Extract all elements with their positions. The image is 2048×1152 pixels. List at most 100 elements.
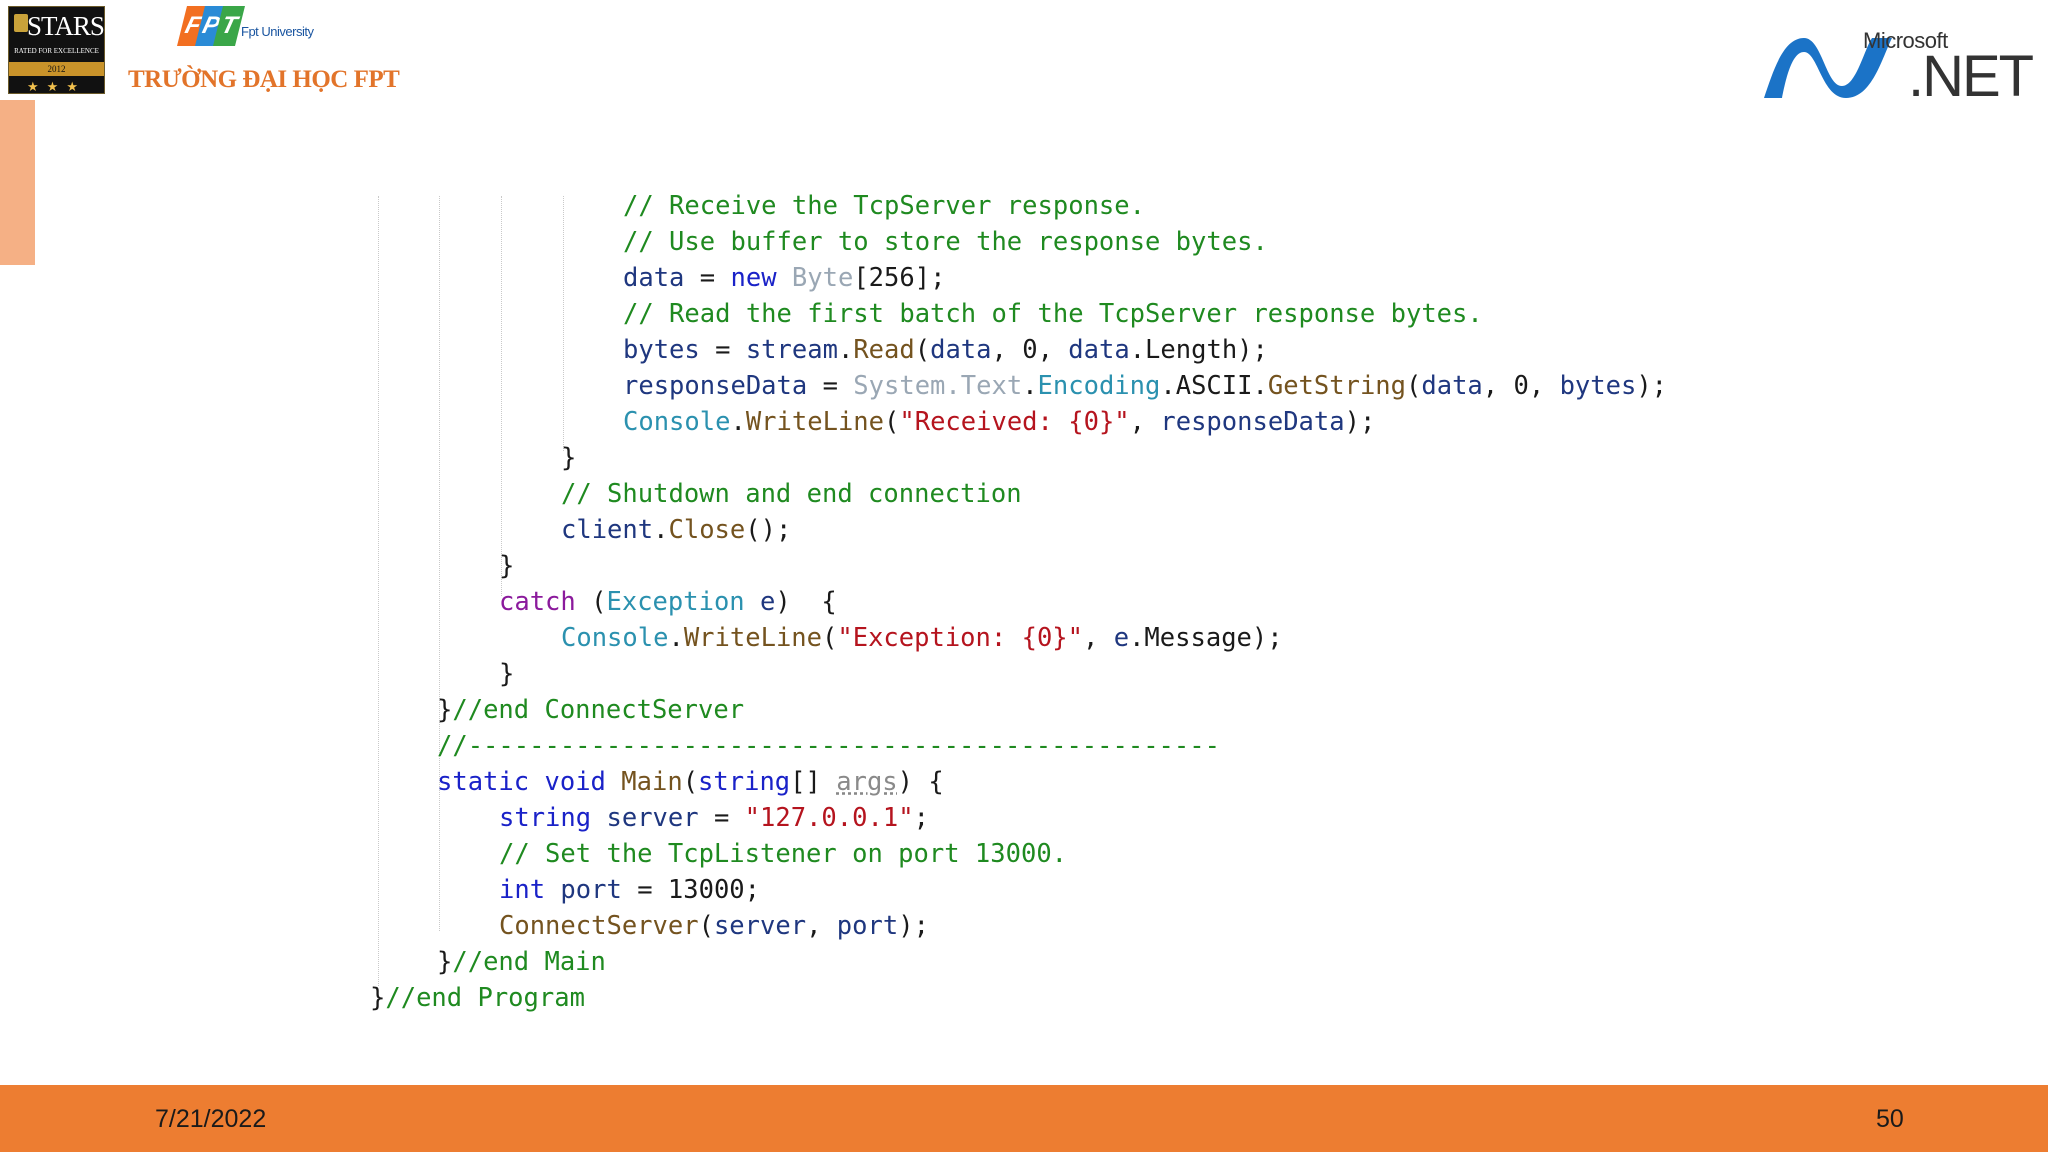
code-line: catch (Exception e) { bbox=[499, 584, 837, 620]
code-token: port bbox=[836, 911, 899, 941]
code-token: = bbox=[684, 263, 731, 293]
code-token: . bbox=[1022, 371, 1038, 401]
code-line: ConnectServer(server, port); bbox=[499, 908, 929, 944]
code-token: . bbox=[730, 407, 746, 437]
fpt-university-label: Fpt University bbox=[241, 24, 314, 39]
code-token: , 0, bbox=[1482, 371, 1560, 401]
code-line: bytes = stream.Read(data, 0, data.Length… bbox=[623, 332, 1268, 368]
code-token: , bbox=[1083, 623, 1114, 653]
code-token: ( bbox=[682, 767, 699, 797]
dotnet-wave-logo-icon bbox=[1764, 38, 1892, 98]
code-token: . bbox=[668, 623, 684, 653]
code-line: } bbox=[499, 548, 514, 584]
slide-date: 7/21/2022 bbox=[155, 1105, 267, 1133]
badge-stars-word: STARS bbox=[27, 11, 105, 41]
code-token: ); bbox=[1344, 407, 1376, 437]
code-token: bytes bbox=[623, 335, 700, 365]
code-token: "Received: {0}" bbox=[899, 407, 1130, 437]
code-token: , bbox=[1129, 407, 1161, 437]
code-token: server bbox=[713, 911, 807, 941]
code-token: // Read the first batch of the TcpServer… bbox=[623, 299, 1483, 329]
code-line: // Shutdown and end connection bbox=[561, 476, 1022, 512]
code-token: stream bbox=[745, 335, 838, 365]
code-line: }//end Main bbox=[437, 944, 606, 980]
badge-rated-text: RATED FOR EXCELLENCE bbox=[14, 47, 99, 55]
code-line: //--------------------------------------… bbox=[437, 728, 1220, 764]
code-token: //end ConnectServer bbox=[452, 695, 745, 725]
code-token: } bbox=[499, 659, 515, 689]
badge-year: 2012 bbox=[9, 62, 104, 76]
code-token: responseData bbox=[1160, 407, 1345, 437]
fpt-logo: FPT bbox=[177, 6, 245, 52]
code-token: responseData bbox=[623, 371, 808, 401]
code-token: , bbox=[806, 911, 837, 941]
code-token bbox=[545, 875, 560, 905]
code-token: ; bbox=[913, 803, 929, 833]
code-token: = bbox=[698, 803, 745, 833]
code-token: "127.0.0.1" bbox=[744, 803, 914, 833]
code-line: static void Main(string[] args) { bbox=[437, 764, 944, 800]
code-token bbox=[745, 587, 760, 617]
code-line: Console.WriteLine("Received: {0}", respo… bbox=[623, 404, 1375, 440]
code-token: } bbox=[370, 983, 386, 1013]
code-token: WriteLine bbox=[745, 407, 884, 437]
code-line: // Read the first batch of the TcpServer… bbox=[623, 296, 1483, 332]
indent-guide bbox=[439, 196, 440, 931]
code-token: Encoding bbox=[1037, 371, 1161, 401]
code-token bbox=[606, 767, 621, 797]
code-token: string bbox=[698, 767, 791, 797]
code-token: data bbox=[1068, 335, 1130, 365]
code-token: // Set the TcpListener on port 13000. bbox=[499, 839, 1068, 869]
net-label: .NET bbox=[1908, 44, 2034, 109]
code-line: }//end Program bbox=[370, 980, 585, 1016]
code-line: client.Close(); bbox=[561, 512, 791, 548]
code-token bbox=[591, 803, 606, 833]
code-token: , 0, bbox=[991, 335, 1069, 365]
code-token: args bbox=[836, 767, 898, 797]
code-token: ); bbox=[1636, 371, 1668, 401]
code-token: = bbox=[699, 335, 746, 365]
code-line: } bbox=[499, 656, 514, 692]
code-token: data bbox=[930, 335, 992, 365]
code-token: Close bbox=[668, 515, 746, 545]
code-token: .Length); bbox=[1129, 335, 1268, 365]
code-line: int port = 13000; bbox=[499, 872, 760, 908]
code-token: ( bbox=[698, 911, 714, 941]
code-token: server bbox=[606, 803, 699, 833]
code-token: } bbox=[437, 947, 453, 977]
code-token: } bbox=[499, 551, 515, 581]
code-token: ) { bbox=[897, 767, 944, 797]
code-token: [] bbox=[790, 767, 837, 797]
code-token: new bbox=[730, 263, 777, 293]
code-line: // Set the TcpListener on port 13000. bbox=[499, 836, 1067, 872]
code-token: client bbox=[561, 515, 654, 545]
code-line: string server = "127.0.0.1"; bbox=[499, 800, 929, 836]
code-token: Byte bbox=[791, 263, 854, 293]
code-token: data bbox=[623, 263, 685, 293]
code-token: [256]; bbox=[853, 263, 946, 293]
code-token: . bbox=[837, 335, 854, 365]
code-token: . bbox=[653, 515, 669, 545]
code-token: Main bbox=[621, 767, 683, 797]
code-token: ) { bbox=[775, 587, 837, 617]
code-line: Console.WriteLine("Exception: {0}", e.Me… bbox=[561, 620, 1283, 656]
code-token: data bbox=[1421, 371, 1483, 401]
code-token: Read bbox=[853, 335, 915, 365]
code-token bbox=[777, 263, 792, 293]
code-token: = 13000; bbox=[621, 875, 761, 905]
badge-stars-icon: ★★★ bbox=[27, 79, 86, 94]
slide-page-number: 50 bbox=[1876, 1105, 1904, 1133]
code-token: .ASCII. bbox=[1160, 371, 1268, 401]
code-line: data = new Byte[256]; bbox=[623, 260, 945, 296]
code-line: // Use buffer to store the response byte… bbox=[623, 224, 1268, 260]
code-token: //end Main bbox=[452, 947, 606, 977]
code-token: static bbox=[437, 767, 530, 797]
code-token: int bbox=[499, 875, 546, 905]
indent-guide bbox=[563, 196, 564, 451]
code-token: ( bbox=[822, 623, 838, 653]
code-token: // Receive the TcpServer response. bbox=[623, 191, 1145, 221]
code-token: GetString bbox=[1267, 371, 1407, 401]
school-name: TRƯỜNG ĐẠI HỌC FPT bbox=[128, 66, 400, 93]
indent-guide bbox=[501, 196, 502, 596]
code-snippet: // Receive the TcpServer response.// Use… bbox=[370, 191, 1710, 1036]
